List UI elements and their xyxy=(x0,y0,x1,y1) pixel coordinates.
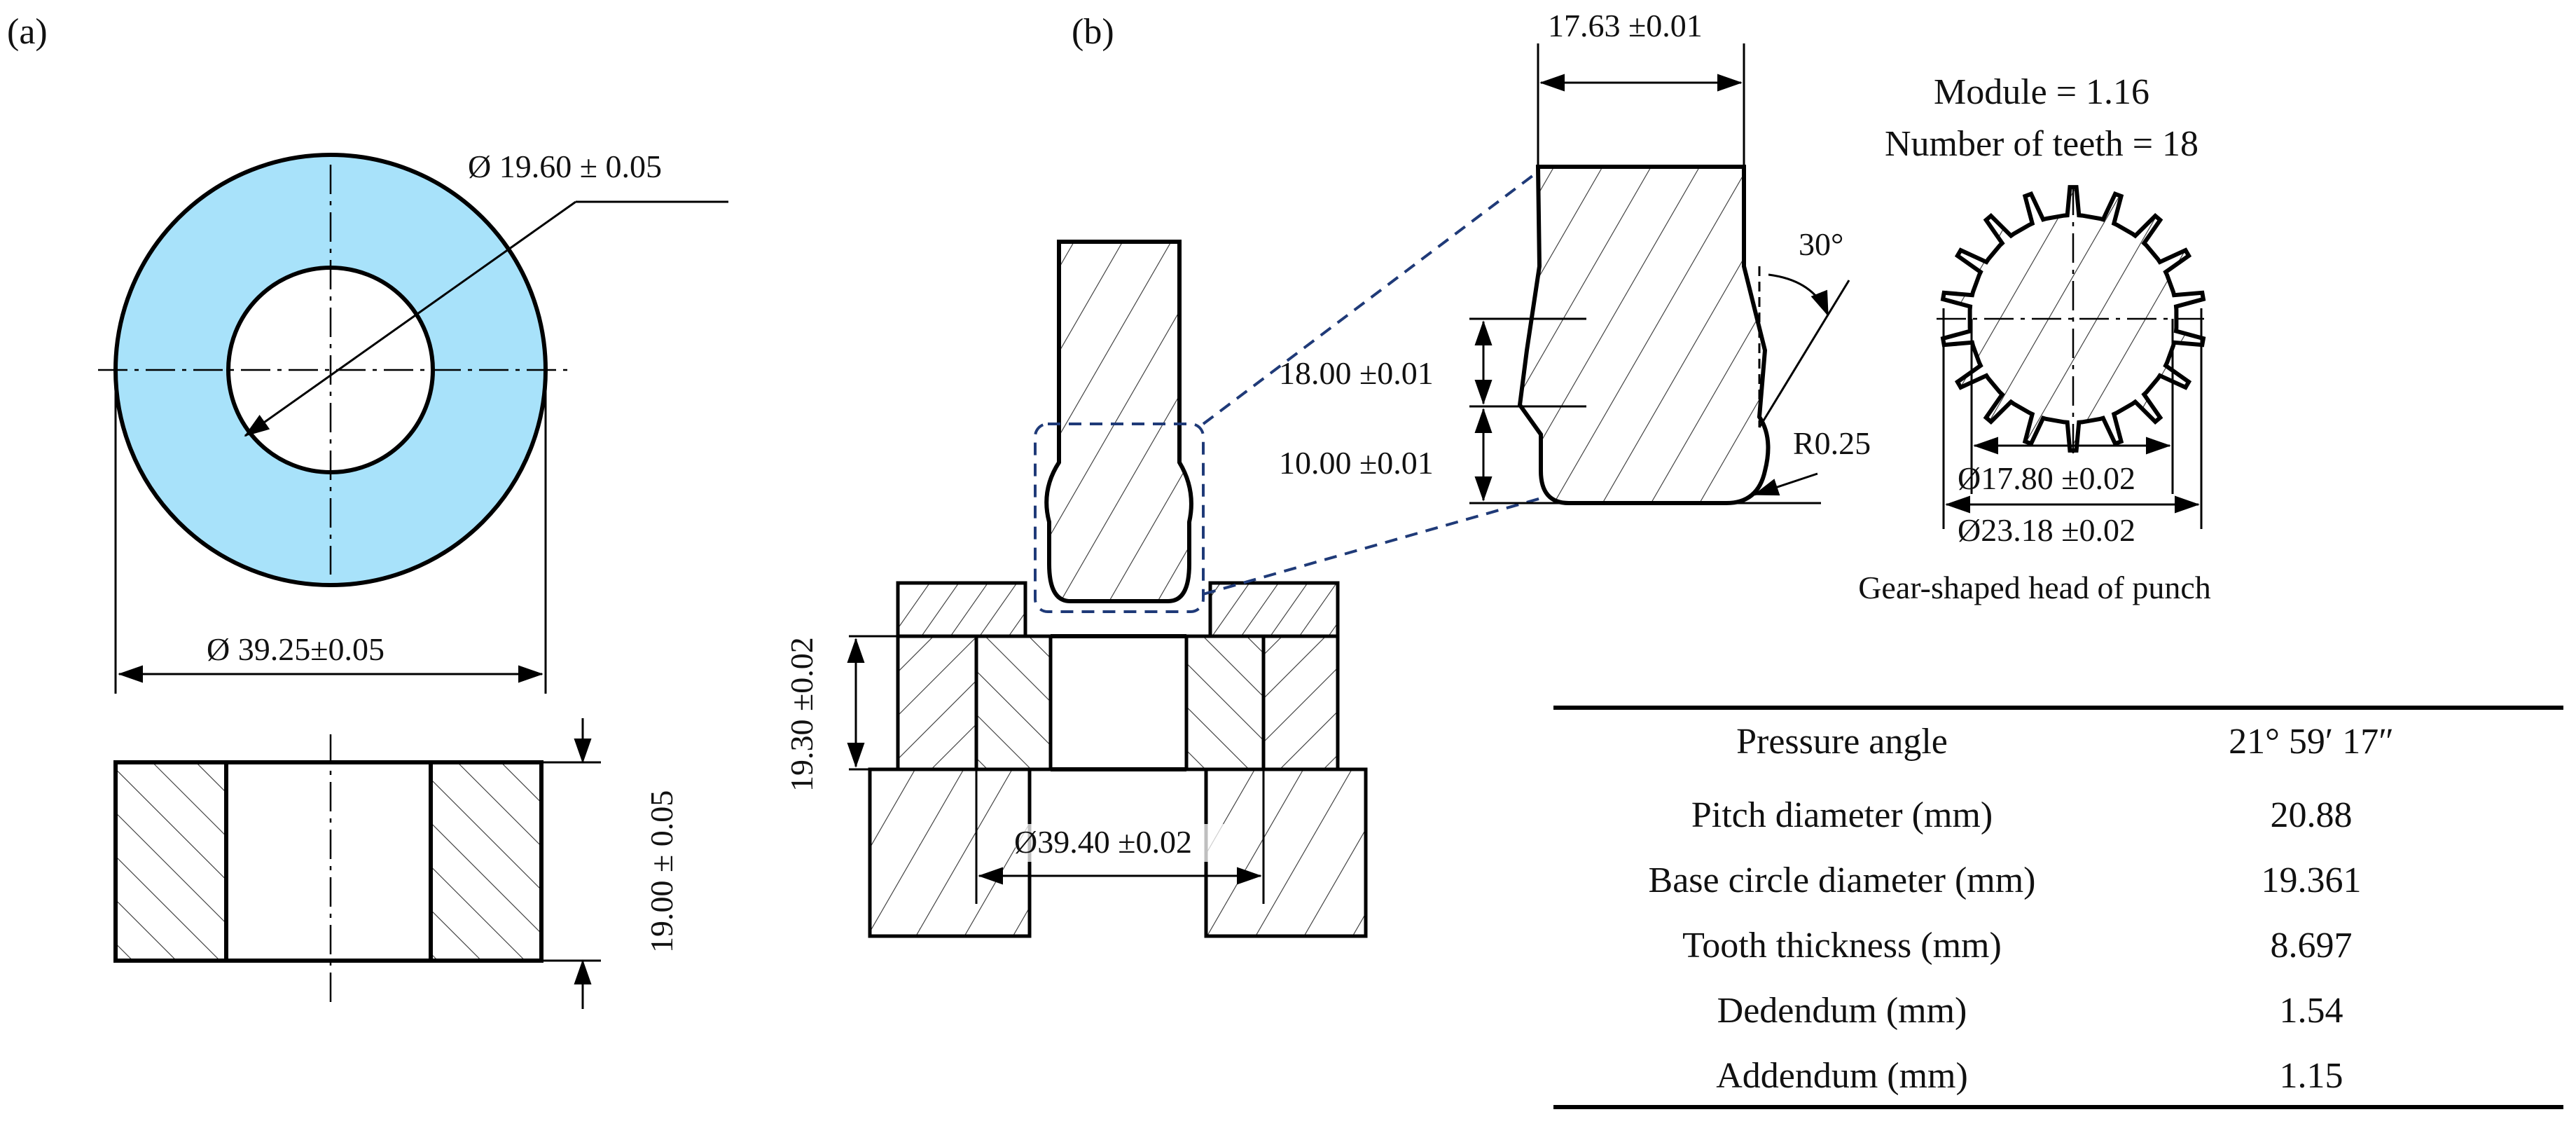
angle-label: 30° xyxy=(1799,226,1843,262)
table-param-0: Pressure angle xyxy=(1736,722,1948,762)
angle-leg xyxy=(1758,280,1850,428)
die-insert-left xyxy=(974,634,1053,771)
gear-caption: Gear-shaped head of punch xyxy=(1858,570,2211,605)
die-insert-right xyxy=(1184,634,1266,771)
radius-label: R0.25 xyxy=(1793,425,1871,461)
table-value-3: 8.697 xyxy=(2271,926,2353,966)
ring-section-left xyxy=(113,760,228,963)
table-param-3: Tooth thickness (mm) xyxy=(1682,926,2002,966)
upper-plate-right xyxy=(1208,581,1340,638)
die-height-label: 19.30 ±0.02 xyxy=(784,637,819,792)
table-value-2: 19.361 xyxy=(2262,860,2362,900)
die-diameter-label-backdrop xyxy=(1016,824,1224,862)
upper-plate-left xyxy=(896,581,1027,638)
gear-module-label: Module = 1.16 xyxy=(1934,72,2149,112)
angle-arc xyxy=(1768,273,1829,317)
table-value-1: 20.88 xyxy=(2271,795,2353,835)
gear-head-view: Module = 1.16 Number of teeth = 18 Ø17.8… xyxy=(1858,72,2211,605)
panel-a-label: (a) xyxy=(7,12,48,52)
dim10-label: 10.00 ±0.01 xyxy=(1279,445,1434,481)
die-assembly: 19.30 ±0.02 Ø39.40 ±0.02 xyxy=(784,581,1368,938)
dim18-label: 18.00 ±0.01 xyxy=(1279,355,1434,391)
ring-section-view: 19.00 ± 0.05 xyxy=(113,718,679,1009)
table-value-0: 21° 59′ 17″ xyxy=(2229,722,2394,762)
ring-section-right xyxy=(429,760,543,963)
punch-detail-view: 17.63 ±0.01 18.00 ±0.01 10.00 ±0.01 30° … xyxy=(1279,8,1871,505)
gear-tip-label: Ø23.18 ±0.02 xyxy=(1958,512,2135,548)
gear-teeth-label: Number of teeth = 18 xyxy=(1885,124,2198,164)
punch-width-label: 17.63 ±0.01 xyxy=(1548,8,1703,43)
gear-root-label: Ø17.80 ±0.02 xyxy=(1958,460,2135,496)
table-param-2: Base circle diameter (mm) xyxy=(1649,860,2036,900)
gear-parameter-table: Pressure angle 21° 59′ 17″ Pitch diamete… xyxy=(1553,706,2563,1109)
table-value-4: 1.54 xyxy=(2280,991,2343,1031)
punch-assembly-view xyxy=(1034,170,1544,613)
detail-leader-top xyxy=(1202,170,1539,425)
table-value-5: 1.15 xyxy=(2280,1056,2343,1096)
die-outer-right xyxy=(1261,634,1340,771)
outer-diameter-label: Ø 39.25±0.05 xyxy=(207,631,385,667)
table-param-1: Pitch diameter (mm) xyxy=(1691,795,1993,835)
inner-diameter-label: Ø 19.60 ± 0.05 xyxy=(468,149,662,184)
height-label: 19.00 ± 0.05 xyxy=(644,790,679,953)
base-block-right xyxy=(1204,767,1368,938)
detail-leader-bottom xyxy=(1203,496,1544,596)
base-block-left xyxy=(868,767,1032,938)
punch-body xyxy=(1044,240,1193,603)
radius-leader xyxy=(1753,472,1818,496)
die-outer-left xyxy=(896,634,978,771)
table-param-5: Addendum (mm) xyxy=(1716,1056,1968,1096)
table-param-4: Dedendum (mm) xyxy=(1717,991,1967,1031)
detail-callout-box xyxy=(1034,423,1205,613)
punch-detail-body xyxy=(1517,165,1771,505)
ring-top-view: Ø 19.60 ± 0.05 Ø 39.25±0.05 xyxy=(98,149,728,694)
inner-diameter-leader xyxy=(244,200,576,437)
die-diameter-label: Ø39.40 ±0.02 xyxy=(1014,824,1192,860)
panel-b-label: (b) xyxy=(1072,12,1114,52)
